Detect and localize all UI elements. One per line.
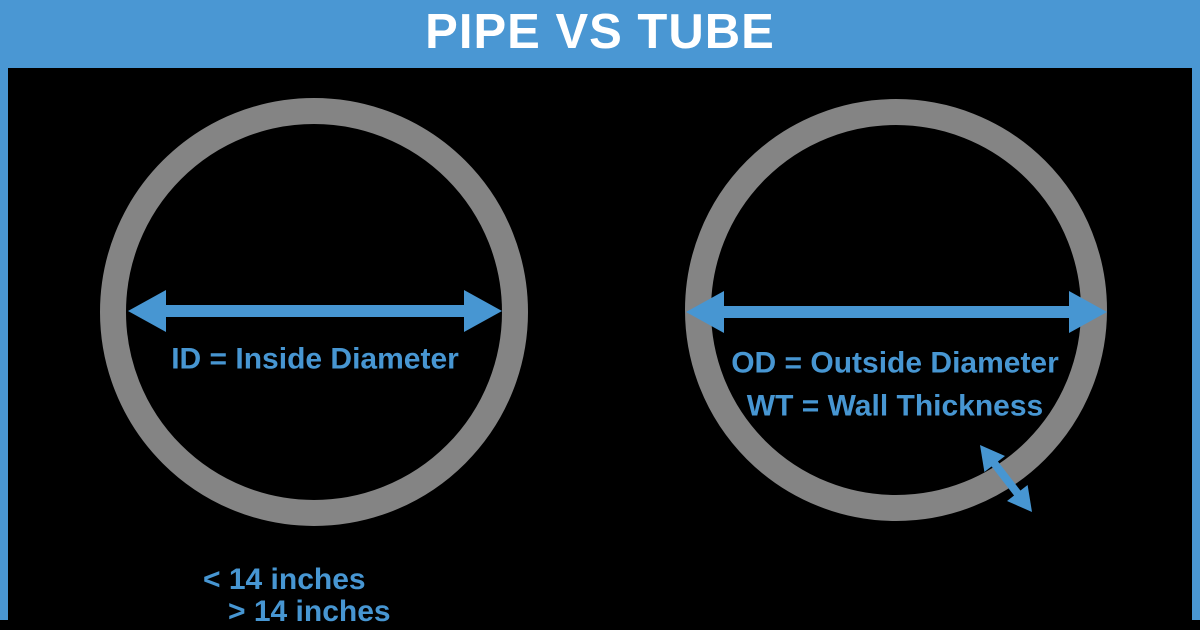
outside-diameter-arrow-icon: [686, 291, 1107, 333]
pipe-ring-icon: [100, 98, 528, 526]
right-border-stripe: [1192, 68, 1200, 620]
left-border-stripe: [0, 68, 8, 620]
page-title: PIPE VS TUBE: [425, 4, 775, 59]
inside-diameter-label: ID = Inside Diameter: [171, 342, 459, 376]
wall-thickness-label: WT = Wall Thickness: [746, 389, 1044, 423]
tube-size-note: > 14 inches: [228, 595, 391, 628]
outside-diameter-label: OD = Outside Diameter: [731, 346, 1059, 380]
wall-thickness-arrow-icon: [980, 445, 1032, 512]
inside-diameter-arrow-icon: [128, 290, 502, 332]
pipe-size-note: < 14 inches: [203, 563, 366, 596]
header-banner: PIPE VS TUBE: [0, 0, 1200, 68]
